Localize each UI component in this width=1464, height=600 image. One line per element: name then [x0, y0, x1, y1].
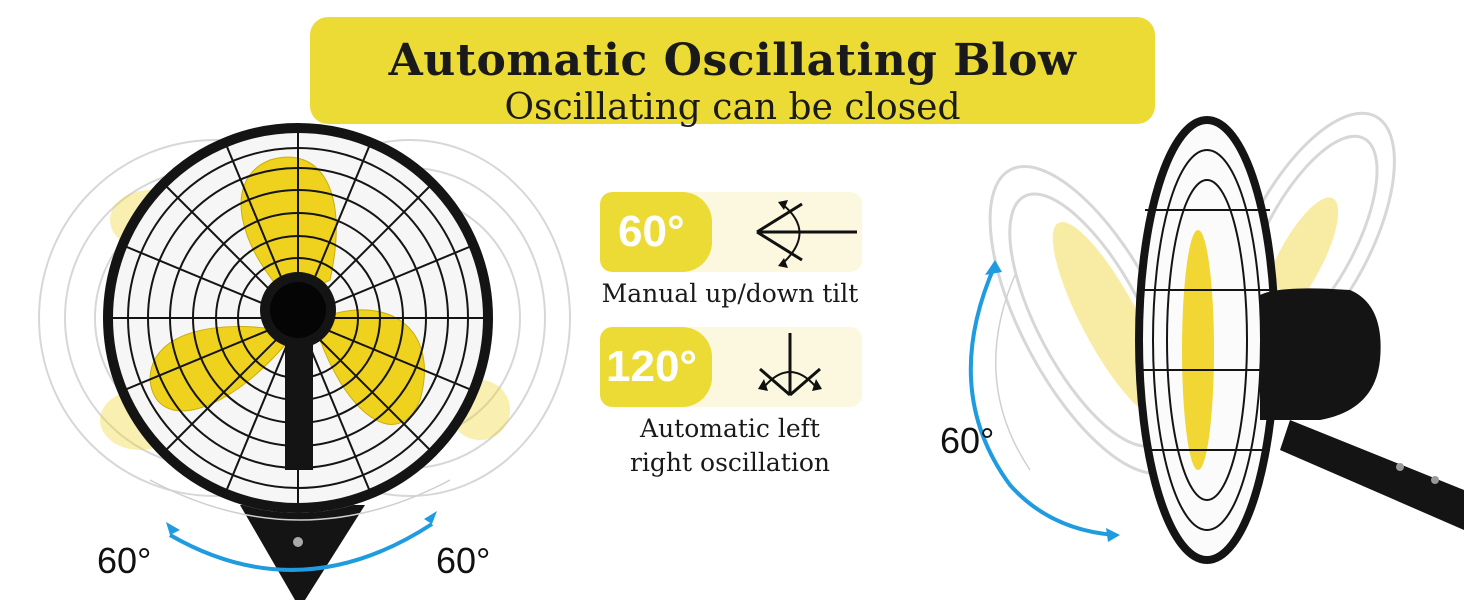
oscillation-degree: 120° [600, 327, 712, 407]
oscillation-arrows-icon [758, 333, 822, 397]
front-right-angle-label: 60° [436, 540, 491, 581]
oscillation-badge: 120° [600, 327, 862, 407]
oscillation-caption-line2: right oscillation [629, 448, 830, 477]
header-banner: Automatic Oscillating Blow Oscillating c… [310, 17, 1155, 128]
front-view-fan-illustration [38, 123, 571, 600]
front-left-angle-label: 60° [97, 540, 152, 581]
side-view-fan-illustration [968, 111, 1464, 564]
tilt-badge: 60° [600, 192, 862, 272]
banner-title: Automatic Oscillating Blow [388, 35, 1077, 86]
tilt-caption: Manual up/down tilt [601, 279, 859, 308]
tilt-degree: 60° [600, 192, 712, 272]
side-tilt-angle-label: 60° [940, 420, 995, 461]
oscillation-caption-line1: Automatic left [640, 414, 820, 443]
tilt-arrows-icon [756, 200, 857, 268]
banner-subtitle: Oscillating can be closed [504, 87, 961, 128]
